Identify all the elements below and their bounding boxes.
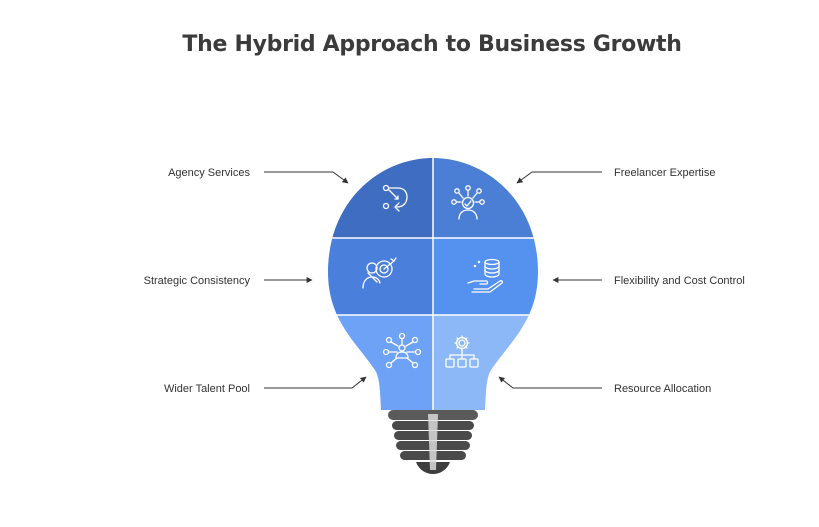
merge-arrows-icon: [382, 184, 408, 212]
bulb-base: [388, 410, 478, 474]
segment-freelancer-expertise: [433, 158, 538, 238]
label-wider-talent-pool: Wider Talent Pool: [163, 383, 250, 395]
label-flexibility-cost-control: Flexibility and Cost Control: [614, 275, 745, 287]
connector-freelancer-expertise: [516, 171, 602, 184]
page-title: The Hybrid Approach to Business Growth: [182, 32, 682, 57]
person-network-icon: [451, 185, 485, 220]
connector-wider-talent-pool: [264, 376, 367, 389]
label-resource-allocation: Resource Allocation: [614, 383, 712, 395]
label-agency-services: Agency Services: [168, 167, 250, 179]
connector-agency-services: [264, 171, 349, 184]
connector-resource-allocation: [498, 376, 602, 389]
label-freelancer-expertise: Freelancer Expertise: [614, 167, 716, 179]
segment-wider-talent-pool: [328, 315, 433, 410]
target-strategy-icon: [362, 257, 397, 289]
segment-flexibility-cost-control: [433, 238, 538, 315]
label-strategic-consistency: Strategic Consistency: [143, 275, 250, 287]
segment-resource-allocation: [433, 315, 538, 410]
gear-hierarchy-icon: [445, 335, 479, 368]
hand-money-stack-icon: [467, 258, 504, 293]
segment-strategic-consistency: [328, 238, 433, 315]
segment-agency-services: [328, 158, 433, 238]
talent-network-icon: [382, 332, 422, 369]
